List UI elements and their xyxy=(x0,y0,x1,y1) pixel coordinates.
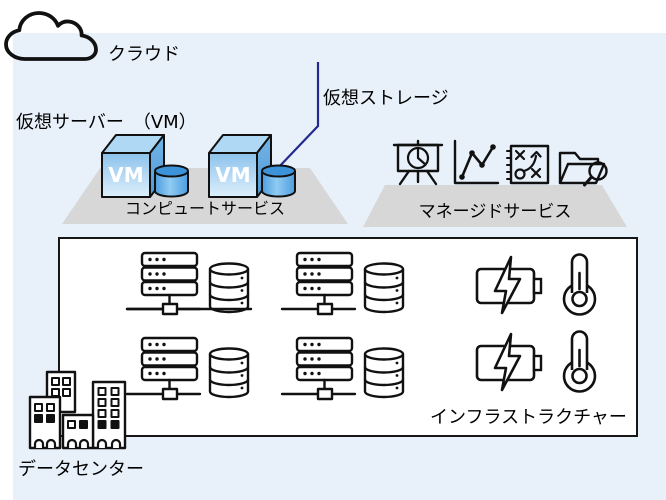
storage-cylinder-icon xyxy=(154,164,189,198)
server-rack-icon xyxy=(280,336,357,401)
server-rack-icon xyxy=(280,251,357,316)
power-group xyxy=(475,330,597,393)
database-icon xyxy=(208,262,250,314)
virtual-storage-label: 仮想ストレージ xyxy=(323,88,449,109)
storage-cylinder-icon xyxy=(261,164,296,198)
compute-service-label: コンピュートサービス xyxy=(124,199,285,218)
server-group xyxy=(125,336,250,401)
datacenter-label: データセンター xyxy=(18,459,144,480)
datacenter-buildings-icon xyxy=(28,370,127,450)
server-group xyxy=(280,336,405,401)
folder-search-icon xyxy=(558,151,608,187)
database-icon xyxy=(363,262,405,314)
server-rack-icon xyxy=(125,336,202,401)
vm-badge: VM xyxy=(215,163,250,187)
power-group xyxy=(475,253,597,316)
server-group xyxy=(280,251,405,316)
managed-service-platform: マネージドサービス xyxy=(363,185,627,227)
vm-badge: VM xyxy=(108,163,143,187)
vm-group: VM xyxy=(208,134,296,198)
thermometer-icon xyxy=(562,330,597,393)
battery-icon xyxy=(475,255,543,315)
vm-group: VM xyxy=(101,134,189,198)
line-chart-icon xyxy=(453,139,500,185)
strategy-notebook-icon xyxy=(506,144,550,185)
database-icon xyxy=(363,347,405,399)
presentation-pie-chart-icon xyxy=(392,139,444,186)
database-icon xyxy=(208,347,250,399)
virtual-server-label: 仮想サーバー （VM） xyxy=(16,112,197,133)
cloud-icon xyxy=(4,11,98,61)
managed-service-label: マネージドサービス xyxy=(418,202,572,222)
server-rack-icon xyxy=(125,251,253,316)
cloud-label: クラウド xyxy=(108,44,180,65)
vm-cube-icon: VM xyxy=(101,134,165,198)
battery-icon xyxy=(475,332,543,392)
vm-cube-icon: VM xyxy=(208,134,272,198)
managed-service-icons xyxy=(392,139,608,187)
thermometer-icon xyxy=(562,253,597,316)
server-group xyxy=(125,251,253,316)
infrastructure-label: インフラストラクチャー xyxy=(430,407,627,428)
